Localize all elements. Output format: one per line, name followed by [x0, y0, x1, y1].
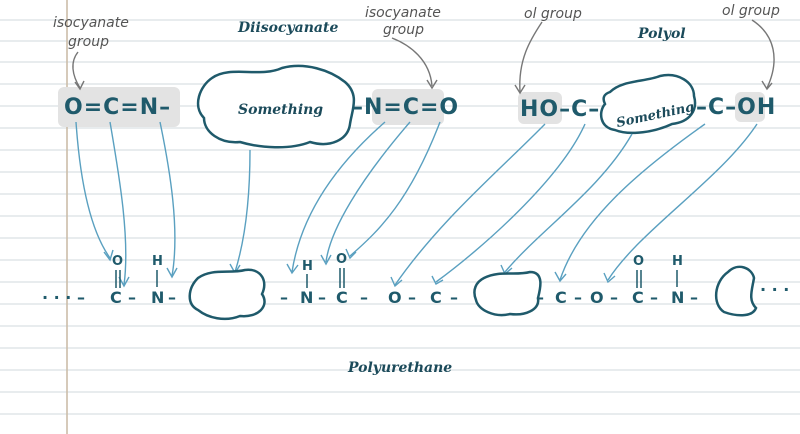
isocyanate-group-label-left-2: group: [68, 34, 109, 50]
chain-o-3: O: [388, 288, 402, 307]
chain-dash-12: –: [690, 288, 698, 307]
chain-dash-3: –: [280, 288, 288, 307]
chain-blob-1: [188, 268, 266, 321]
diisocyanate-heading: Diisocyanate: [237, 20, 338, 36]
isocyanate-group-label-right-1: isocyanate: [365, 5, 441, 21]
ol-group-label-left: ol group: [524, 6, 582, 22]
chain-dash-5: –: [360, 288, 368, 307]
chain-c-3: C: [430, 288, 442, 307]
polyurethane-heading: Polyurethane: [347, 360, 452, 376]
chain-dash-10: –: [610, 288, 618, 307]
diisocyanate-blob: [196, 64, 356, 149]
diisocyanate-left-group: O=C=N–: [64, 95, 171, 120]
chain-h-1: H: [152, 254, 163, 269]
grey-pointer-arrows: [72, 19, 775, 95]
chain-h-2: H: [302, 259, 313, 274]
polyol-blob: [599, 73, 697, 135]
chain-c-1: C: [110, 288, 122, 307]
chain-dash-7: –: [450, 288, 458, 307]
chain-c-2: C: [336, 288, 348, 307]
diisocyanate-right-group: –N=C=O: [352, 95, 459, 120]
chain-h-3: H: [672, 254, 683, 269]
chain-dash-8: –: [536, 288, 544, 307]
chain-left-ellipsis: · · · –: [42, 288, 85, 307]
chain-o-2: O: [336, 252, 347, 267]
chain-o-1: O: [112, 254, 123, 269]
chain-o-5: O: [633, 254, 644, 269]
chain-c-5: C: [632, 288, 644, 307]
chain-o-4: O: [590, 288, 604, 307]
ol-highlight-left: [518, 92, 562, 124]
diisocyanate-blob-text: Something: [238, 102, 323, 118]
chain-dash-1: –: [128, 288, 136, 307]
isocyanate-highlight-right: [372, 89, 444, 125]
chain-dash-9: –: [574, 288, 582, 307]
isocyanate-group-label-left-1: isocyanate: [53, 15, 129, 31]
ol-group-label-right: ol group: [722, 3, 780, 19]
chain-n-2: N: [300, 288, 313, 307]
chain-right-ellipsis: · · ·: [760, 280, 789, 299]
chain-n-3: N: [671, 288, 684, 307]
chain-blob-2: [473, 270, 542, 317]
polyurethane-chain: · · · – O C – H N – – H N – O C – O – C …: [42, 252, 789, 321]
chain-dash-2: –: [168, 288, 176, 307]
ol-highlight-right: [735, 92, 765, 122]
chain-dash-11: –: [650, 288, 658, 307]
isocyanate-highlight-left: [58, 87, 180, 127]
polyol-heading: Polyol: [637, 26, 686, 42]
chain-dash-4: –: [318, 288, 326, 307]
polyol-left-group: HO–C–: [520, 97, 600, 122]
chain-n-1: N: [151, 288, 164, 307]
chain-blob-3: [715, 265, 758, 317]
polyol-right-group: –C–OH: [696, 95, 776, 120]
chain-dash-6: –: [408, 288, 416, 307]
chain-c-4: C: [555, 288, 567, 307]
blue-connector-arrows: [75, 121, 758, 288]
isocyanate-group-label-right-2: group: [383, 22, 424, 38]
